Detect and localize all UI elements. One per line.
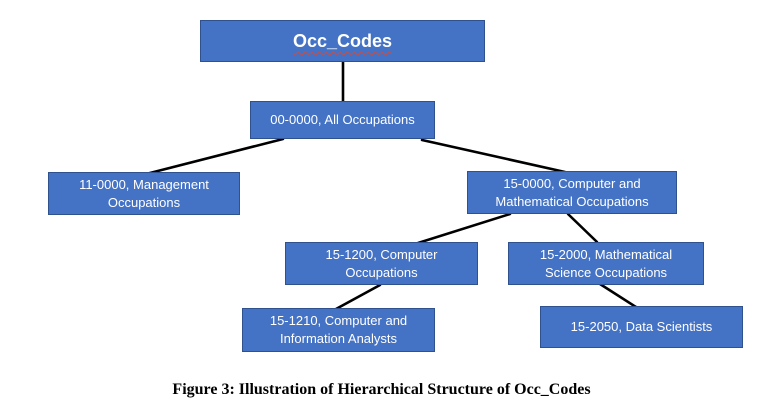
node-15-1200-label: 15-1200, Computer Occupations [325,246,438,280]
node-15-2050-data-scientists: 15-2050, Data Scientists [540,306,743,348]
figure-caption: Figure 3: Illustration of Hierarchical S… [172,381,591,398]
connector-15-2000-to-15-2050 [598,282,638,309]
node-15-2050-label: 15-2050, Data Scientists [570,319,713,335]
node-15-1200-computer-occupations: 15-1200, Computer Occupations [285,242,478,285]
connector-00-0000-to-11-0000 [144,137,285,176]
node-15-1210-computer-information-analysts: 15-1210, Computer and Information Analys… [242,308,435,352]
connector-15-1200-to-15-1210 [334,283,382,311]
node-occ-codes: Occ_Codes [200,20,485,62]
connector-15-0000-to-15-1200 [416,212,512,245]
node-15-2000-label: 15-2000, Mathematical Science Occupation… [539,246,673,280]
connector-15-0000-to-15-2000 [566,212,599,244]
node-11-0000-management-occupations: 11-0000, Management Occupations [48,172,240,215]
node-15-0000-label: 15-0000, Computer and Mathematical Occup… [495,175,649,209]
node-15-1210-label: 15-1210, Computer and Information Analys… [269,313,408,346]
node-15-0000-computer-mathematical-occupations: 15-0000, Computer and Mathematical Occup… [467,171,677,214]
node-11-0000-label: 11-0000, Management Occupations [79,176,209,210]
node-occ-codes-label: Occ_Codes [292,30,393,51]
node-15-2000-mathematical-science-occupations: 15-2000, Mathematical Science Occupation… [508,242,704,285]
node-00-0000-all-occupations: 00-0000, All Occupations [250,101,435,139]
node-00-0000-label: 00-0000, All Occupations [270,112,415,128]
connector-00-0000-to-15-0000 [420,138,567,174]
